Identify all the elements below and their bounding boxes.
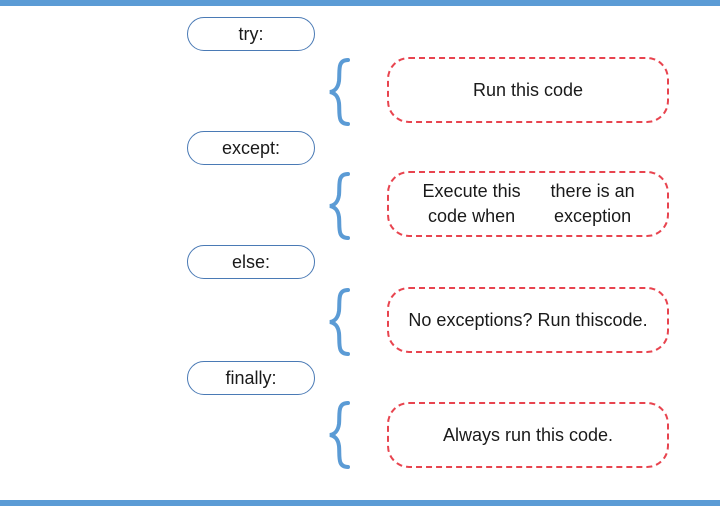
- action-line: Run this code: [472, 79, 584, 100]
- keyword-finally: finally:: [187, 361, 315, 395]
- action-finally: Always run this code.: [387, 402, 669, 468]
- action-try: Run this code: [387, 57, 669, 123]
- action-line: there is an exception: [550, 181, 635, 226]
- brace-icon: [329, 288, 350, 356]
- action-line: No exceptions? Run this: [408, 309, 604, 330]
- keyword-else: else:: [187, 245, 315, 279]
- brace-icon: [329, 401, 350, 469]
- top-rule: [0, 0, 720, 6]
- action-except: Execute this code when there is an excep…: [387, 171, 669, 237]
- action-line: Execute this code when: [422, 181, 521, 226]
- action-else: No exceptions? Run this code.: [387, 287, 669, 353]
- brace-icon: [329, 172, 350, 240]
- action-line: code.: [603, 309, 648, 330]
- bottom-rule: [0, 500, 720, 506]
- keyword-try: try:: [187, 17, 315, 51]
- keyword-except: except:: [187, 131, 315, 165]
- action-line: Always run this code.: [442, 424, 614, 445]
- brace-icon: [329, 58, 350, 126]
